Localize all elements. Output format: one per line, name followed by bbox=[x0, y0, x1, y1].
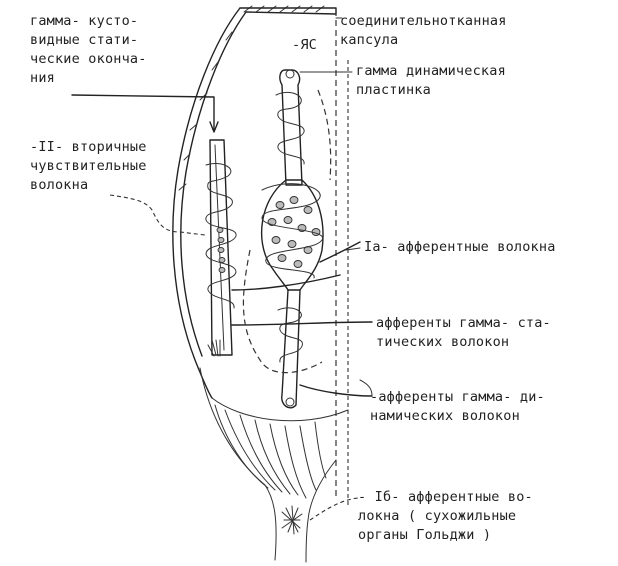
ib-fiber-dash bbox=[309, 497, 359, 521]
nuclear-bag-fiber-top bbox=[279, 69, 303, 186]
secondary-fiber-leader bbox=[109, 194, 206, 236]
static-afferent-line bbox=[231, 321, 373, 326]
gamma-bush-leader bbox=[71, 94, 215, 131]
bag-lower-coil bbox=[277, 307, 303, 363]
dynamic-afferent-hook bbox=[359, 379, 373, 397]
bag-fiber-end-dot bbox=[285, 397, 295, 407]
chain-to-right-line bbox=[231, 274, 341, 291]
tendon-outline-right bbox=[305, 459, 337, 563]
bag-primary-coil bbox=[261, 183, 323, 279]
label-secondary-fibers: -II- вторичные чувствительные волокна bbox=[30, 139, 147, 193]
tendon-lower-curve bbox=[211, 397, 349, 422]
label-ib-afferent: - Iб- афферентные во- локна ( сухожильны… bbox=[358, 489, 533, 543]
label-nuclear-bag: -ЯС bbox=[292, 37, 317, 53]
chain-nuclei bbox=[216, 227, 226, 273]
dynamic-afferent-line bbox=[299, 384, 373, 397]
label-ia-afferent: Ia- афферентные волокна bbox=[364, 239, 556, 255]
label-gamma-dynamic-afferents: -афференты гамма- ди- намических волокон bbox=[370, 389, 545, 424]
ia-afferent-fiber bbox=[319, 241, 361, 263]
gamma-dynamic-path bbox=[317, 89, 332, 181]
bag-top-coil bbox=[275, 91, 305, 165]
ia-leader bbox=[345, 247, 361, 251]
nuclear-bag-fiber-bottom bbox=[281, 289, 301, 409]
chain-ending bbox=[207, 339, 221, 357]
golgi-organ bbox=[281, 505, 303, 535]
label-gamma-dynamic-plate: гамма динамическая пластинка bbox=[356, 63, 506, 98]
capsule-top bbox=[239, 7, 337, 15]
chain-coil bbox=[205, 162, 237, 309]
capsule-outline-left bbox=[172, 7, 241, 399]
bag-fiber-top-dot bbox=[285, 69, 295, 79]
gamma-bush-arrow bbox=[209, 121, 219, 133]
label-gamma-bush-endings: гамма- кусто- видные стати- ческие оконч… bbox=[30, 13, 147, 86]
label-gamma-static-afferents: афференты гамма- ста- тических волокон bbox=[376, 315, 551, 350]
capsule-hatching bbox=[178, 5, 325, 191]
capsule-outline-left-inner bbox=[180, 11, 247, 357]
label-capsule: соединительнотканная капсула bbox=[340, 13, 507, 48]
tendon-striations bbox=[214, 404, 327, 499]
nuclear-chain-fiber bbox=[209, 139, 233, 356]
static-gamma-dash bbox=[242, 249, 323, 374]
